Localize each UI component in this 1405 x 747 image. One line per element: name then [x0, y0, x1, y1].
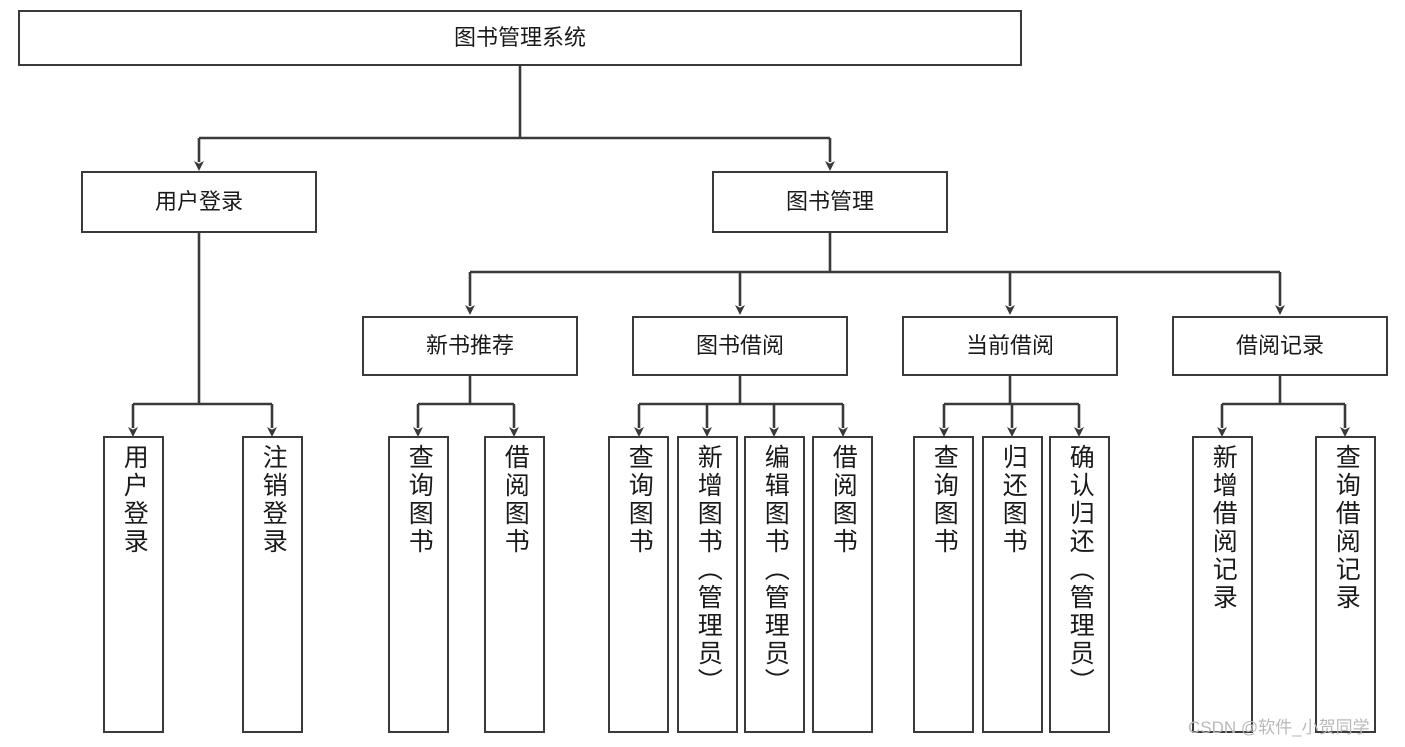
- node-label: 新增借阅记录: [1209, 444, 1238, 612]
- leaf-current-confirm-return-admin[interactable]: 确认归还（管理员）: [1049, 436, 1110, 733]
- node-label: 图书管理系统: [453, 24, 586, 50]
- node-label: 新增图书（管理员）: [694, 444, 723, 696]
- leaf-user-login-logout[interactable]: 注销登录: [242, 436, 303, 733]
- node-label: 归还图书: [999, 444, 1028, 556]
- node-label: 借阅图书: [829, 444, 858, 556]
- node-root-book-management-system[interactable]: 图书管理系统: [18, 10, 1022, 66]
- node-label: 注销登录: [259, 444, 288, 556]
- node-user-login[interactable]: 用户登录: [81, 171, 317, 233]
- leaf-current-return-book[interactable]: 归还图书: [982, 436, 1043, 733]
- node-label: 借阅图书: [501, 444, 530, 556]
- node-new-book-recommend[interactable]: 新书推荐: [362, 316, 578, 376]
- node-label: 查询借阅记录: [1332, 444, 1361, 612]
- watermark-text: CSDN @软件_小贺同学: [1188, 718, 1370, 737]
- leaf-borrow-query-book[interactable]: 查询图书: [608, 436, 669, 733]
- node-book-borrow[interactable]: 图书借阅: [632, 316, 848, 376]
- node-label: 新书推荐: [425, 332, 514, 358]
- node-label: 查询图书: [405, 444, 434, 556]
- node-label: 借阅记录: [1235, 332, 1324, 358]
- leaf-borrow-edit-book-admin[interactable]: 编辑图书（管理员）: [744, 436, 805, 733]
- leaf-record-add-record[interactable]: 新增借阅记录: [1192, 436, 1253, 733]
- leaf-recommend-borrow-book[interactable]: 借阅图书: [484, 436, 545, 733]
- node-label: 用户登录: [154, 188, 243, 214]
- leaf-current-query-book[interactable]: 查询图书: [913, 436, 974, 733]
- node-label: 查询图书: [625, 444, 654, 556]
- node-label: 图书借阅: [695, 332, 784, 358]
- leaf-borrow-borrow-book[interactable]: 借阅图书: [812, 436, 873, 733]
- node-label: 用户登录: [120, 444, 149, 556]
- leaf-record-query-record[interactable]: 查询借阅记录: [1315, 436, 1376, 733]
- leaf-user-login-login[interactable]: 用户登录: [103, 436, 164, 733]
- node-current-borrow[interactable]: 当前借阅: [902, 316, 1118, 376]
- node-label: 查询图书: [930, 444, 959, 556]
- node-borrow-record[interactable]: 借阅记录: [1172, 316, 1388, 376]
- node-label: 编辑图书（管理员）: [761, 444, 790, 696]
- node-label: 图书管理: [785, 188, 874, 214]
- node-label: 当前借阅: [965, 332, 1054, 358]
- leaf-recommend-query-book[interactable]: 查询图书: [388, 436, 449, 733]
- node-label: 确认归还（管理员）: [1066, 444, 1095, 696]
- leaf-borrow-add-book-admin[interactable]: 新增图书（管理员）: [677, 436, 738, 733]
- node-book-management[interactable]: 图书管理: [712, 171, 948, 233]
